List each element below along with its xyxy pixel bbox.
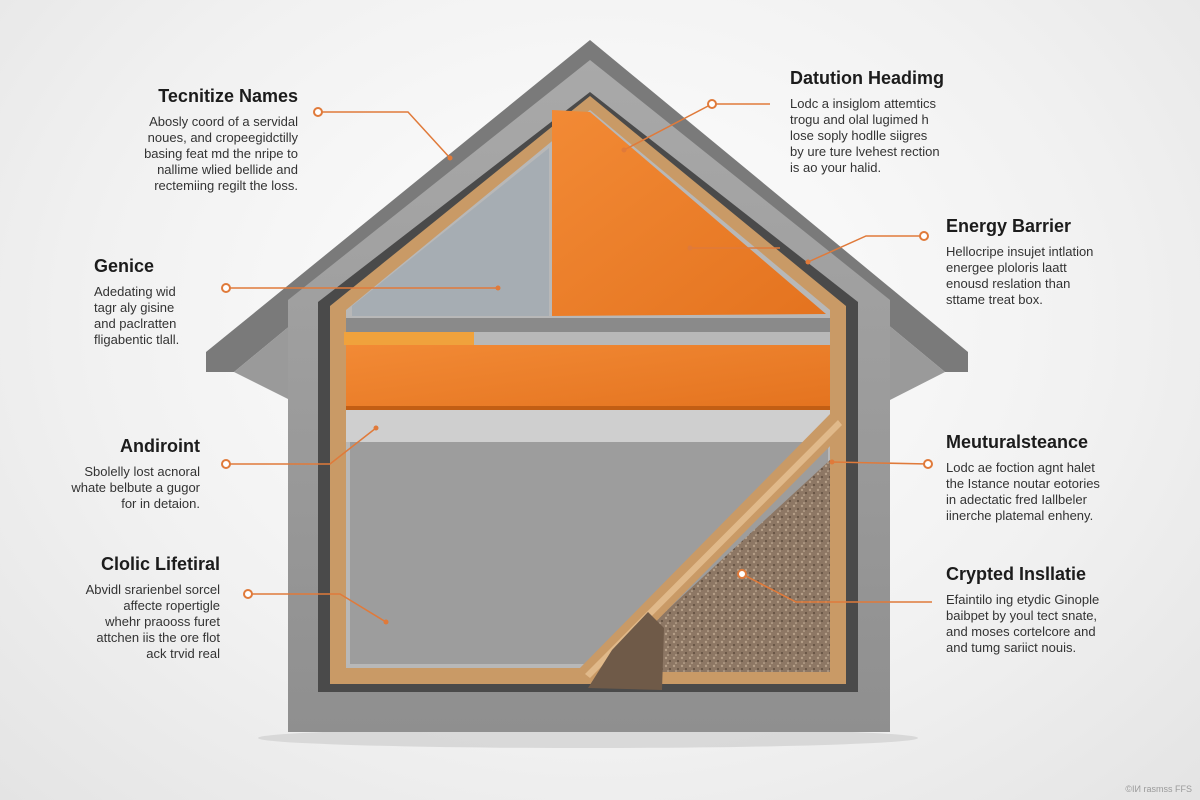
callout-dots [221, 99, 933, 599]
label-andiroint-line: whate belbute a gugor [71, 480, 200, 495]
label-datution-line: lose soply hodlle siigres [790, 128, 928, 143]
callout-dot-andiroint [221, 459, 231, 469]
callout-dot-crypted [737, 569, 747, 579]
label-clolic-line: Abvidl srarienbel sorcel [85, 582, 220, 597]
orange-band [346, 345, 830, 409]
end-point-tecnitize [447, 155, 453, 161]
end-point-datution-2 [687, 245, 693, 251]
label-clolic-line: affecte ropertigle [123, 598, 220, 613]
callout-dot-meutural [923, 459, 933, 469]
label-meutural-line: Lodc ae foction agnt halet [946, 460, 1095, 475]
callout-line-energy [807, 235, 924, 263]
orange-band-edge [346, 406, 830, 410]
label-clolic-line: ack trvid real [146, 646, 220, 661]
light-gray-band [346, 410, 830, 442]
label-crypted-line: baibpet by youl tect snate, [946, 608, 1098, 623]
label-datution-line: by ure ture lvehest rection [790, 144, 940, 159]
label-genice-line: Adedating wid [94, 284, 176, 299]
callout-dot-energy [919, 231, 929, 241]
label-datution-title: Datution Headimg [790, 68, 945, 88]
label-crypted-line: and moses cortelcore and [946, 624, 1096, 639]
label-crypted-title: Crypted Insllatie [946, 564, 1087, 584]
label-tecnitize: Tecnitize Names Abosly coord of a servid… [100, 86, 298, 194]
callout-dot-datution [707, 99, 717, 109]
label-meutural-title: Meuturalsteance [946, 432, 1089, 452]
label-energy-line: energee ploloris laatt [946, 260, 1067, 275]
label-meutural-line: iinerche platemal enheny. [946, 508, 1094, 523]
callout-dot-clolic [243, 589, 253, 599]
label-genice-title: Genice [94, 256, 155, 276]
callout-line-crypted [741, 573, 932, 603]
callout-line-andiroint [226, 427, 377, 465]
label-meutural-line: the Istance noutar eotories [946, 476, 1100, 491]
label-andiroint-line: for in detaion. [121, 496, 200, 511]
label-genice-line: tagr aly gisine [94, 300, 175, 315]
label-crypted-line: Efaintilo ing etydic Ginople [946, 592, 1100, 607]
callout-lines [226, 103, 932, 623]
label-datution: Datution Headimg Lodc a insiglom attemti… [790, 68, 990, 176]
label-energy-line: sttame treat box. [946, 292, 1043, 307]
label-datution-line: trogu and olal lugimed h [790, 112, 929, 127]
label-andiroint: Andiroint Sbolelly lost acnoral whate be… [40, 436, 200, 512]
label-datution-line: Lodc a insiglom attemtics [790, 96, 936, 111]
label-tecnitize-title: Tecnitize Names [158, 86, 298, 106]
callout-end-points [373, 147, 835, 625]
end-point-clolic [383, 619, 389, 625]
watermark-text: ©ІИ rasmss FFS [1125, 784, 1192, 794]
callout-dot-genice [221, 283, 231, 293]
blue-gray-panel [352, 148, 549, 316]
end-point-meutural [829, 459, 835, 465]
label-genice-line: and paclratten [94, 316, 177, 331]
label-meutural: Meuturalsteance Lodc ae foction agnt hal… [946, 432, 1146, 524]
label-energy-title: Energy Barrier [946, 216, 1072, 236]
label-genice-line: fligabentic tlall. [94, 332, 180, 347]
label-clolic-line: whehr praooss furet [105, 614, 220, 629]
label-clolic: Clolic Lifetiral Abvidl srarienbel sorce… [40, 554, 220, 662]
label-tecnitize-line: noues, and cropeegidctilly [147, 130, 298, 145]
callout-dot-tecnitize [313, 107, 323, 117]
label-andiroint-line: Sbolelly lost acnoral [84, 464, 200, 479]
label-tecnitize-line: rectemiing regilt the loss. [154, 178, 298, 193]
label-energy-line: Hellocripe insujet intlation [946, 244, 1094, 259]
label-datution-line: is ao your halid. [790, 160, 882, 175]
end-point-andiroint [373, 425, 379, 431]
label-clolic-title: Clolic Lifetiral [100, 554, 220, 574]
end-point-genice [495, 285, 501, 291]
label-tecnitize-line: basing feat md the nripe to [144, 146, 298, 161]
gray-band-top [346, 318, 830, 332]
end-point-energy [805, 259, 811, 265]
broken-insulation-chunk [588, 612, 664, 690]
callout-line-meutural [831, 461, 929, 465]
label-tecnitize-line: nallime wlied bellide and [157, 162, 298, 177]
orange-attic-panel [552, 110, 826, 316]
label-tecnitize-line: Abosly coord of a servidal [149, 114, 298, 129]
ground-shadow [258, 728, 918, 748]
label-andiroint-title: Andiroint [120, 436, 200, 456]
callout-line-clolic [248, 593, 387, 623]
label-clolic-line: attchen iis the ore flot [96, 630, 220, 645]
small-board-orange [344, 332, 474, 345]
end-point-datution [621, 147, 627, 153]
label-energy: Energy Barrier Hellocripe insujet intlat… [946, 216, 1146, 308]
label-genice: Genice Adedating wid tagr aly gisine and… [94, 256, 234, 348]
label-energy-line: enousd reslation than [946, 276, 1071, 291]
callout-line-tecnitize [318, 111, 451, 159]
label-crypted-line: and tumg sariict nouis. [946, 640, 1077, 655]
label-crypted: Crypted Insllatie Efaintilo ing etydic G… [946, 564, 1146, 656]
label-meutural-line: in adectatic fred Iallbeler [946, 492, 1087, 507]
